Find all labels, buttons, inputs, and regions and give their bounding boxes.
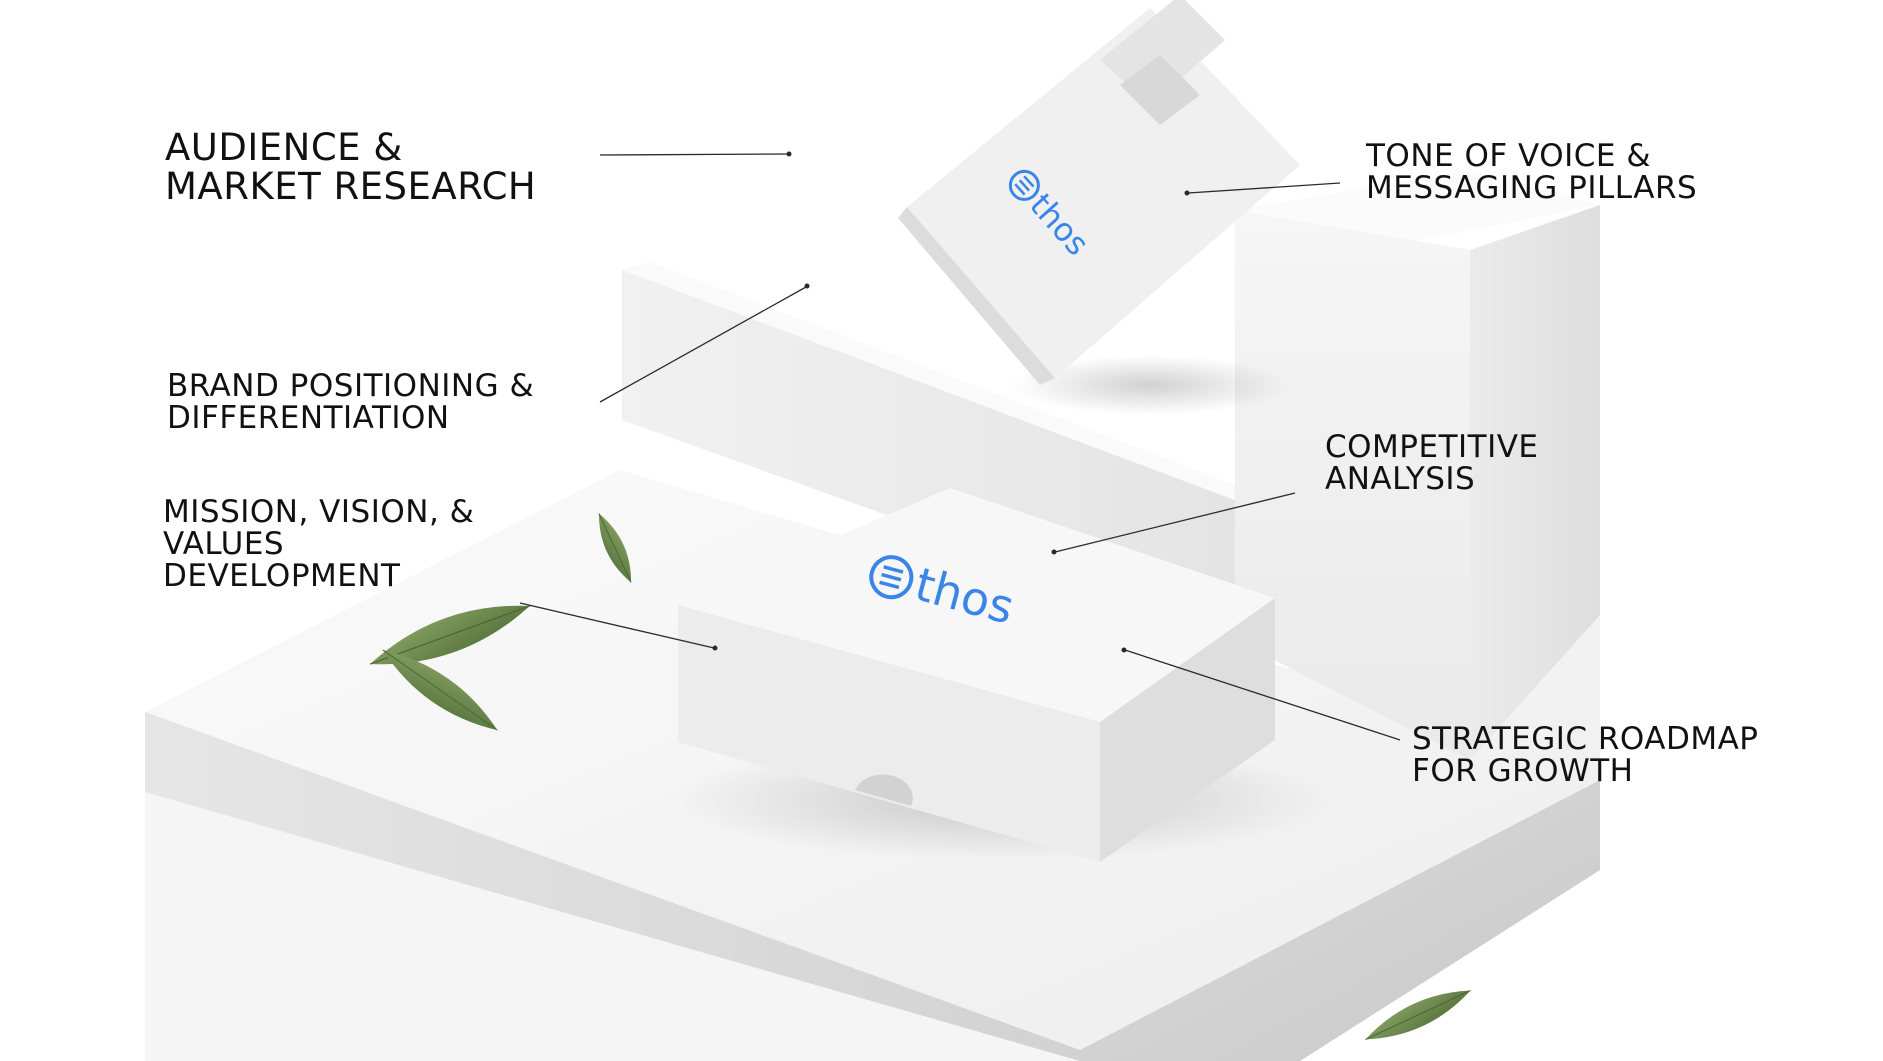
label-audience-line1: AUDIENCE & xyxy=(165,126,403,169)
leaf-large-lower xyxy=(382,649,498,731)
leader-mission xyxy=(519,602,715,649)
label-mission-vision-values: MISSION, VISION, & VALUES DEVELOPMENT xyxy=(163,496,474,592)
label-tone-line1: TONE OF VOICE & xyxy=(1366,138,1652,174)
floating-box: thos xyxy=(898,0,1300,415)
leader-brand xyxy=(599,286,807,403)
label-audience-market-research: AUDIENCE & MARKET RESEARCH xyxy=(165,128,536,206)
leader-tone xyxy=(1187,182,1341,194)
tower-block xyxy=(1235,170,1600,760)
label-brand-line2: DIFFERENTIATION xyxy=(167,400,450,436)
label-competitive-line2: ANALYSIS xyxy=(1325,461,1476,497)
label-mission-line2: VALUES xyxy=(163,526,285,562)
label-brand-positioning: BRAND POSITIONING & DIFFERENTIATION xyxy=(167,370,534,434)
label-competitive-analysis: COMPETITIVE ANALYSIS xyxy=(1325,431,1539,495)
label-brand-line1: BRAND POSITIONING & xyxy=(167,368,535,404)
label-tone-of-voice: TONE OF VOICE & MESSAGING PILLARS xyxy=(1366,140,1697,204)
label-strategic-roadmap: STRATEGIC ROADMAP FOR GROWTH xyxy=(1412,723,1759,787)
leader-lines xyxy=(519,151,1401,741)
label-audience-line2: MARKET RESEARCH xyxy=(165,165,537,208)
label-strategic-line2: FOR GROWTH xyxy=(1412,753,1634,789)
leader-strategic xyxy=(1124,649,1401,741)
label-mission-line1: MISSION, VISION, & xyxy=(163,494,475,530)
leaf-bottom-right xyxy=(1365,990,1471,1040)
main-box: thos xyxy=(670,488,1330,862)
label-strategic-line1: STRATEGIC ROADMAP xyxy=(1412,721,1759,757)
leaf-small-top xyxy=(598,513,632,583)
label-tone-line2: MESSAGING PILLARS xyxy=(1366,170,1698,206)
leader-competitive xyxy=(1054,492,1296,553)
label-mission-line3: DEVELOPMENT xyxy=(163,558,401,594)
label-competitive-line1: COMPETITIVE xyxy=(1325,429,1539,465)
leader-audience xyxy=(599,153,789,156)
